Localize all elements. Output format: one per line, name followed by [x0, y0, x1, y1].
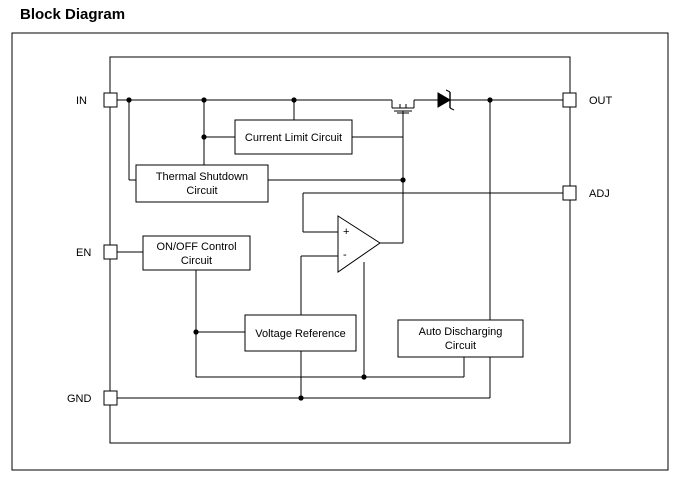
block-onoff-control: ON/OFF Control Circuit — [142, 235, 251, 271]
pin-en: EN — [76, 244, 118, 260]
block-current-limit: Current Limit Circuit — [234, 119, 353, 155]
pin-gnd: GND — [67, 390, 118, 406]
onoff-label-2: Circuit — [181, 255, 212, 267]
pin-gnd-label: GND — [67, 393, 92, 405]
pin-adj: ADJ — [562, 185, 610, 201]
outer-frame — [11, 32, 669, 471]
pin-out: OUT — [562, 92, 613, 108]
auto-discharging-label-2: Circuit — [445, 340, 476, 352]
pin-in: IN — [76, 92, 118, 108]
error-amplifier: + - — [337, 215, 381, 273]
voltage-reference-label: Voltage Reference — [255, 328, 346, 340]
pin-en-label: EN — [76, 247, 91, 259]
thermal-shutdown-label-1: Thermal Shutdown — [156, 171, 248, 183]
wires — [117, 99, 563, 399]
diagram-title: Block Diagram — [20, 6, 126, 23]
block-auto-discharging: Auto Discharging Circuit — [397, 319, 524, 358]
diode — [437, 89, 455, 111]
pin-out-label: OUT — [589, 95, 613, 107]
current-limit-label: Current Limit Circuit — [245, 132, 342, 144]
pass-transistor — [391, 100, 415, 116]
opamp-plus-label: + — [343, 226, 349, 238]
thermal-shutdown-label-2: Circuit — [186, 185, 217, 197]
opamp-minus-label: - — [343, 249, 347, 261]
junction-dots — [126, 97, 493, 401]
onoff-label-1: ON/OFF Control — [156, 241, 236, 253]
pin-adj-label: ADJ — [589, 188, 610, 200]
block-thermal-shutdown: Thermal Shutdown Circuit — [135, 164, 269, 203]
pin-in-label: IN — [76, 95, 87, 107]
block-voltage-reference: Voltage Reference — [244, 314, 357, 352]
auto-discharging-label-1: Auto Discharging — [419, 326, 503, 338]
